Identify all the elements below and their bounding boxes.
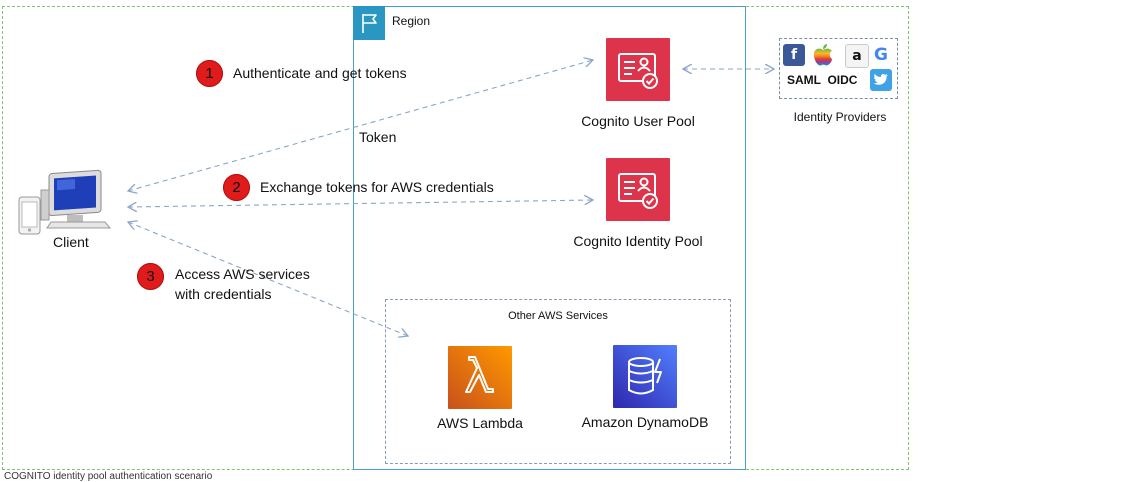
cognito-user-pool-icon [606, 38, 670, 101]
region-label: Region [392, 14, 431, 28]
step-3-badge: 3 [137, 263, 164, 290]
lambda-icon [448, 346, 512, 409]
step-2-badge: 2 [223, 174, 250, 201]
other-aws-services-group [385, 299, 731, 464]
other-aws-services-label: Other AWS Services [508, 310, 608, 322]
step-3-label-line2: with credentials [175, 286, 272, 302]
arrow-client-to-identity-pool [128, 200, 593, 207]
apple-icon [810, 42, 836, 68]
cognito-identity-pool-label: Cognito Identity Pool [573, 233, 703, 249]
client-devices-icon [17, 169, 112, 235]
twitter-icon [870, 69, 892, 91]
dynamodb-label: Amazon DynamoDB [581, 414, 709, 430]
cognito-identity-pool-icon [606, 158, 670, 221]
facebook-icon: f [783, 44, 805, 66]
dynamodb-icon [613, 345, 677, 408]
region-flag-icon [353, 6, 385, 40]
client-label: Client [53, 234, 89, 250]
token-label: Token [359, 129, 397, 145]
saml-oidc-label: SAML OIDC [787, 73, 858, 87]
step-1-badge: 1 [196, 60, 223, 87]
identity-providers-label: Identity Providers [793, 110, 887, 124]
step-1-label: Authenticate and get tokens [233, 65, 407, 81]
step-3-label-line1: Access AWS services [175, 266, 310, 282]
step-2-label: Exchange tokens for AWS credentials [260, 179, 494, 195]
cognito-user-pool-label: Cognito User Pool [581, 113, 695, 129]
amazon-icon: a [845, 44, 869, 68]
identity-providers-group [779, 38, 898, 99]
lambda-label: AWS Lambda [437, 415, 523, 431]
google-icon: G [870, 44, 892, 66]
